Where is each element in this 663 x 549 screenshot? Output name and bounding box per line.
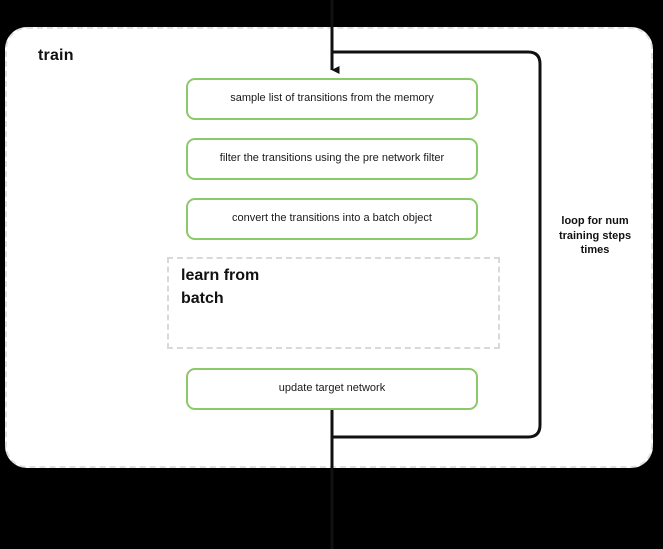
learn-from-batch-title: learn from batch bbox=[181, 267, 260, 307]
step-box-update-target-network[interactable]: update target network bbox=[186, 368, 478, 410]
step-box-filter-transitions[interactable]: filter the transitions using the pre net… bbox=[186, 138, 478, 180]
block-title: train bbox=[38, 47, 74, 64]
loop-label: loop for num training steps times bbox=[558, 215, 632, 257]
step-box-sample-transitions[interactable]: sample list of transitions from the memo… bbox=[186, 78, 478, 120]
step-label: filter the transitions using the pre net… bbox=[219, 152, 445, 165]
step-label: update target network bbox=[278, 382, 386, 395]
learn-from-batch-group[interactable] bbox=[167, 257, 500, 349]
step-label: sample list of transitions from the memo… bbox=[230, 92, 434, 105]
step-label: convert the transitions into a batch obj… bbox=[232, 212, 432, 225]
step-box-convert-to-batch[interactable]: convert the transitions into a batch obj… bbox=[186, 198, 478, 240]
